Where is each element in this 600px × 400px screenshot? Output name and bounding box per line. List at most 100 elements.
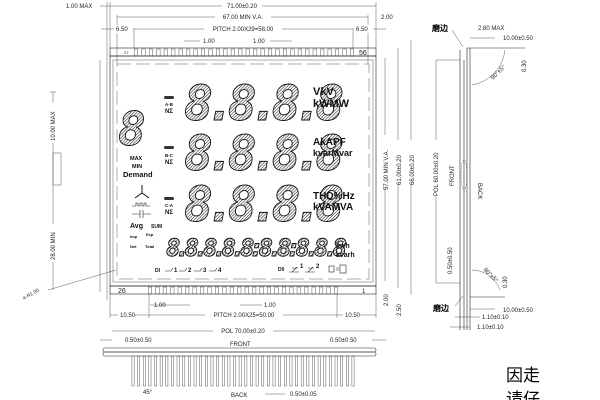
total-label: Total bbox=[145, 244, 154, 249]
pin bbox=[261, 355, 265, 387]
pin bbox=[252, 286, 257, 295]
sum-label: SUM bbox=[151, 224, 162, 230]
offset-bottom: 0.30 bbox=[503, 276, 509, 288]
back-label: BACK bbox=[231, 393, 247, 399]
pin bbox=[159, 355, 163, 387]
exp-label: Exp bbox=[146, 232, 154, 237]
pin bbox=[311, 286, 316, 295]
pin bbox=[267, 355, 270, 387]
computer-icon bbox=[339, 264, 347, 274]
pin bbox=[208, 48, 213, 57]
row3-minus-icon bbox=[164, 197, 174, 200]
pin bbox=[289, 355, 293, 387]
switch-icon bbox=[179, 267, 188, 272]
pin bbox=[305, 48, 310, 57]
di-3: 3 bbox=[203, 268, 207, 274]
pin bbox=[227, 355, 231, 387]
pin bbox=[275, 48, 280, 57]
pin bbox=[268, 48, 273, 57]
dim-left-min: 28.00 MIN bbox=[51, 232, 57, 260]
pin bbox=[304, 286, 309, 295]
dim-pin-width-left: 1.00 bbox=[203, 39, 215, 45]
pin bbox=[326, 286, 331, 295]
pin bbox=[244, 286, 249, 295]
capacitor-icon bbox=[132, 210, 151, 218]
side-front-label: FRONT bbox=[450, 165, 456, 186]
pin bbox=[335, 48, 340, 57]
switch-icon bbox=[194, 267, 203, 272]
dim-front-right-offset: 0.50±0.50 bbox=[330, 338, 357, 344]
pin bbox=[154, 355, 157, 387]
di-4: 4 bbox=[218, 268, 222, 274]
dim-va-width: 67.00 MIN V.A. bbox=[223, 15, 263, 21]
polarizer-outline bbox=[112, 59, 374, 283]
pin bbox=[148, 48, 153, 57]
comm-icon bbox=[328, 265, 335, 273]
row4-unit-2: kvarh bbox=[336, 252, 355, 259]
pin bbox=[142, 355, 146, 387]
net-label: Net bbox=[130, 244, 137, 249]
pin bbox=[171, 48, 176, 57]
pin bbox=[170, 286, 175, 295]
pin bbox=[312, 48, 317, 57]
pin bbox=[176, 355, 180, 387]
relay-icon bbox=[305, 266, 315, 273]
dim-pin-width-right: 1.00 bbox=[253, 39, 265, 45]
row3-phase: C-A bbox=[165, 203, 174, 208]
wye-icon bbox=[134, 185, 150, 199]
imp-label: Imp bbox=[130, 234, 138, 239]
pin bbox=[296, 286, 301, 295]
top-view: 27 56 26 1 bbox=[109, 47, 377, 295]
row4-digits: 8.8.8.8.8:8.8:8.8.8 bbox=[166, 234, 346, 262]
bottom-pin-strip bbox=[109, 285, 377, 295]
bend-angle-bottom: 90°±5° bbox=[482, 267, 499, 284]
di-2: 2 bbox=[188, 268, 192, 274]
dim-bottom-offset-2: 2.50 bbox=[397, 304, 403, 316]
pin bbox=[215, 48, 220, 57]
pin bbox=[163, 48, 168, 57]
edge-grind-bottom: 磨边 bbox=[432, 303, 450, 313]
pin bbox=[346, 355, 349, 387]
dim-radius: 4-R1.00 bbox=[22, 288, 41, 302]
bottom-pins bbox=[148, 286, 338, 295]
do-label: D0 bbox=[278, 267, 285, 273]
switch-icon bbox=[165, 267, 174, 272]
pin-length-top: 10.00±0.50 bbox=[503, 36, 534, 42]
demand-label: Demand bbox=[123, 170, 153, 179]
dim-left-max: 10.00 MAX bbox=[51, 111, 57, 141]
pol-height: POL 60.00±0.20 bbox=[434, 152, 440, 196]
pin bbox=[278, 355, 281, 387]
pin bbox=[210, 355, 214, 387]
glass-thickness-1: 1.10±0.10 bbox=[482, 315, 509, 321]
pin bbox=[177, 286, 182, 295]
top-pins bbox=[134, 48, 354, 57]
row1-digits: 8.8.8.8 bbox=[184, 76, 342, 132]
pin bbox=[320, 48, 325, 57]
avg-label: Avg bbox=[130, 223, 143, 230]
pin-label-56: 56 bbox=[359, 50, 367, 57]
di-label: DI bbox=[155, 268, 161, 274]
right-dimensions: 57.00 MIN V.A. 61.00±0.20 66.00±0.20 2.0… bbox=[380, 40, 416, 316]
pin-length-bottom: 10.00±0.50 bbox=[503, 308, 534, 314]
glass-thickness-2: 1.10±0.10 bbox=[477, 325, 504, 331]
pin bbox=[162, 286, 167, 295]
pin bbox=[134, 48, 138, 57]
row1-phase: A-B bbox=[165, 102, 174, 107]
pin bbox=[300, 355, 304, 387]
pin bbox=[306, 355, 310, 387]
pin bbox=[334, 355, 338, 387]
pin bbox=[193, 48, 198, 57]
front-pins bbox=[131, 355, 355, 387]
row3-n-sigma: NΣ bbox=[165, 210, 173, 216]
row3-digits: 8.8.8.8 bbox=[184, 177, 342, 233]
pin bbox=[207, 286, 212, 295]
pin bbox=[131, 355, 135, 387]
pin bbox=[350, 48, 354, 57]
dim-overall-height: 66.00±0.20 bbox=[410, 154, 416, 185]
max-label: MAX bbox=[130, 156, 143, 162]
pin bbox=[238, 48, 243, 57]
pin bbox=[188, 355, 191, 387]
pin bbox=[323, 355, 327, 387]
pin bbox=[137, 355, 140, 387]
